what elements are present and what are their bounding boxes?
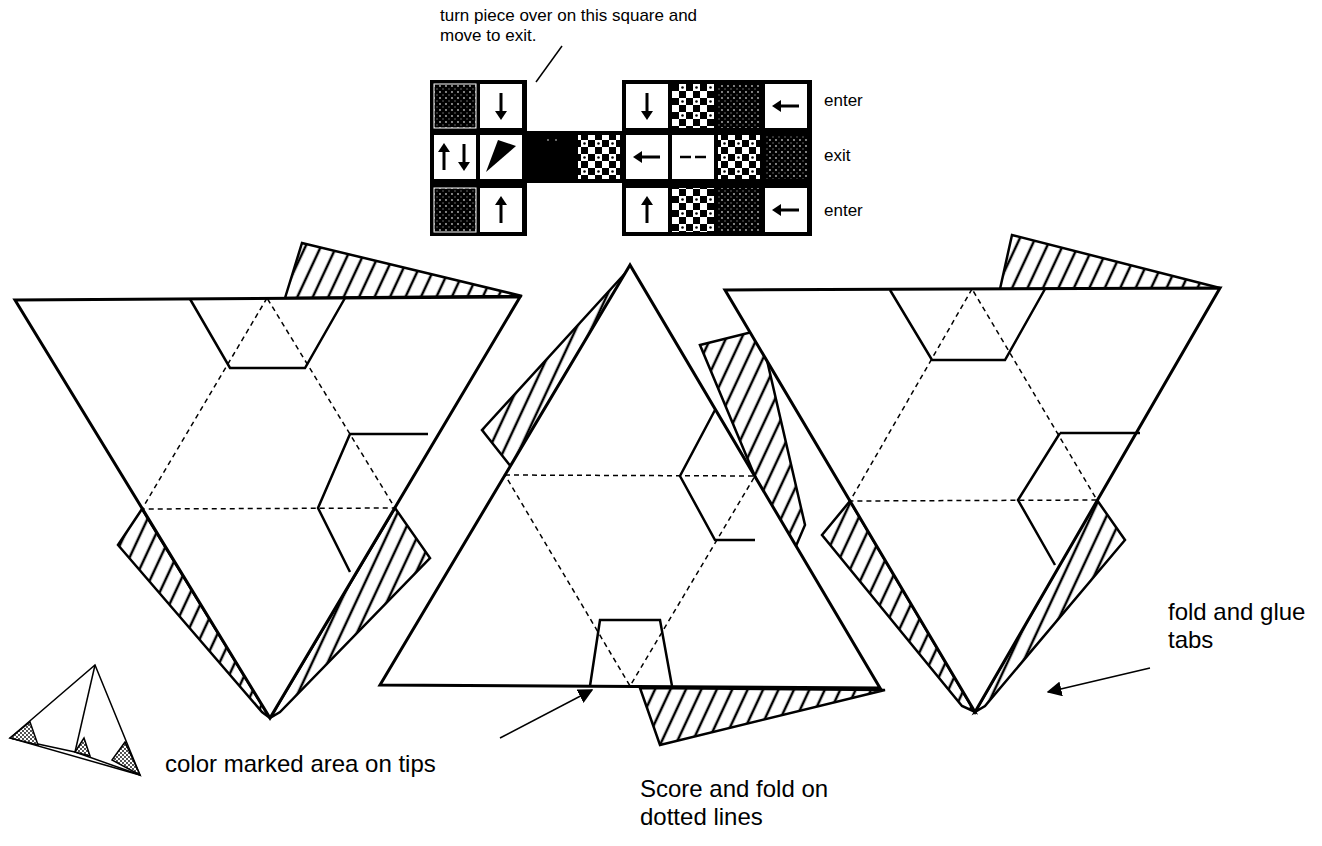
instruction-note: color marked area on tips: [165, 750, 505, 778]
instruction-note: Score and fold on dotted lines: [640, 775, 880, 830]
board-label: enter: [824, 201, 904, 221]
board-label: exit: [824, 146, 904, 166]
game-board: [430, 80, 812, 236]
tetrahedron-icon: [10, 665, 140, 775]
pointer-arrow: [500, 690, 592, 738]
pointer-arrow: [1048, 668, 1150, 692]
instruction-note: fold and glue tabs: [1168, 598, 1318, 653]
instruction-note: turn piece over on this square and move …: [440, 6, 740, 45]
right-net: [725, 235, 1220, 712]
board-label: enter: [824, 91, 904, 111]
leader-line: [536, 46, 562, 82]
